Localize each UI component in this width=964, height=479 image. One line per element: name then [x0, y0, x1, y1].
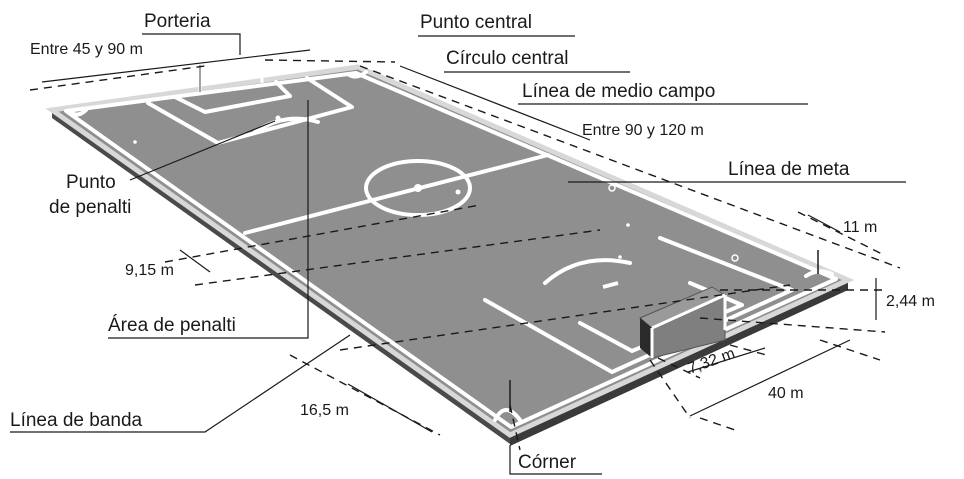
dim-area-16: 16,5 m	[300, 402, 349, 419]
far-penalty-area	[146, 76, 354, 145]
centre-circle	[364, 159, 472, 217]
label-punto-penalti-1: Punto	[66, 172, 116, 193]
dim-arrow	[179, 249, 211, 273]
field-mark	[618, 255, 622, 259]
dim-arrow	[41, 49, 311, 83]
field-boundary-lines	[64, 71, 838, 429]
leader-punto-penalti	[129, 120, 276, 181]
label-area-penalti: Área de penalti	[108, 315, 236, 336]
proj-line	[339, 284, 791, 351]
leader-porteria	[142, 33, 241, 55]
dim-radio-915: 9,15 m	[125, 262, 174, 279]
leader-area-penalti	[108, 100, 309, 339]
dim-arrow	[689, 339, 851, 417]
corner-arc-far	[346, 70, 368, 79]
dim-arrow	[347, 383, 433, 433]
label-punto-central: Punto central	[420, 12, 532, 33]
dim-arrow	[807, 214, 841, 233]
field-mark	[731, 254, 739, 262]
label-circulo-central: Círculo central	[446, 48, 569, 69]
dim-arrow	[399, 65, 591, 141]
label-punto-penalti-2: de penalti	[49, 197, 131, 218]
dim-penalti-11: 11 m	[843, 219, 877, 236]
leader-corner	[509, 445, 602, 475]
centre-spot	[414, 184, 422, 192]
near-penalty-arc	[543, 258, 632, 285]
dim-arrow	[687, 347, 766, 373]
proj-line	[359, 65, 901, 269]
corner-arc-left	[68, 108, 88, 117]
proj-line	[729, 344, 771, 357]
near-penalty-spot	[602, 281, 619, 289]
proj-line	[509, 404, 521, 451]
dim-largo: Entre 90 y 120 m	[582, 122, 704, 139]
label-linea-medio-campo: Línea de medio campo	[522, 81, 715, 102]
label-porteria: Porteria	[144, 11, 211, 32]
proj-line	[657, 357, 701, 379]
far-goal	[198, 56, 264, 92]
proj-line	[649, 359, 691, 419]
proj-line	[699, 417, 736, 431]
leader-linea-banda	[10, 334, 351, 433]
proj-line	[194, 229, 601, 286]
label-corner: Córner	[518, 452, 577, 473]
far-penalty-arc	[253, 116, 320, 134]
proj-line	[699, 317, 886, 333]
field-mark	[626, 223, 630, 227]
label-linea-banda: Línea de banda	[10, 410, 143, 431]
proj-line	[264, 59, 396, 63]
centre-mark-right	[455, 189, 461, 195]
field-mark	[608, 184, 616, 192]
field-mark	[133, 140, 137, 144]
label-linea-meta: Línea de meta	[728, 159, 850, 180]
proj-line	[797, 211, 883, 255]
proj-line	[164, 204, 481, 263]
proj-line	[29, 65, 206, 91]
far-goal-area	[173, 80, 292, 114]
dim-altura-porteria: 2,44 m	[886, 293, 935, 310]
halfway-line	[243, 153, 550, 235]
proj-line	[819, 339, 881, 361]
far-penalty-spot	[275, 115, 281, 121]
corner-arc-near	[493, 408, 522, 422]
dim-area-40: 40 m	[768, 385, 804, 402]
dim-ancho: Entre 45 y 90 m	[30, 41, 143, 58]
